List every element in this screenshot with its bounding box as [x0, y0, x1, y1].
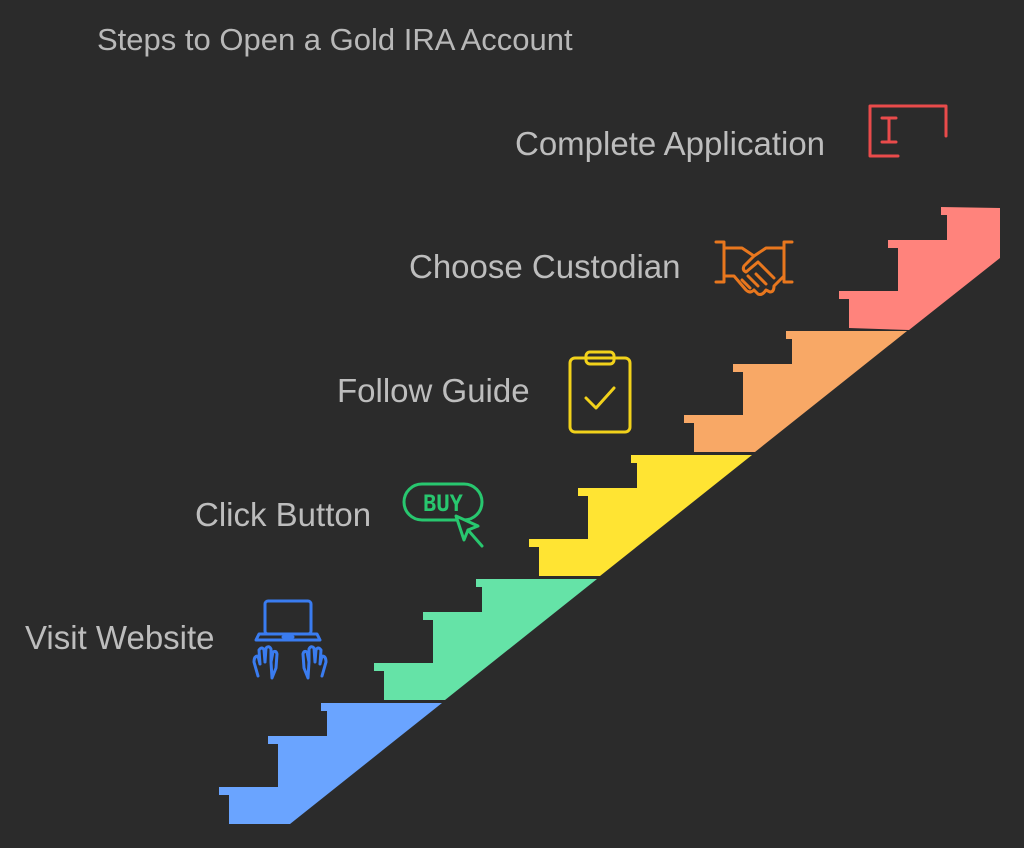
application-form-icon — [864, 102, 952, 164]
step-label-visit-website: Visit Website — [25, 619, 215, 656]
stair-segment-complete-application — [839, 207, 1000, 330]
clipboard-check-icon — [564, 350, 636, 436]
step-label-click-button: Click Button — [195, 496, 372, 533]
stair-segment-click-button — [374, 579, 597, 700]
buy-button-cursor-icon: BUY — [400, 478, 492, 554]
step-label-complete-application: Complete Application — [515, 125, 826, 162]
laptop-typing-icon — [250, 596, 330, 686]
stair-segment-follow-guide — [529, 455, 752, 576]
step-label-follow-guide: Follow Guide — [337, 372, 530, 409]
diagram-title: Steps to Open a Gold IRA Account — [97, 22, 573, 57]
stair-segment-visit-website — [219, 703, 442, 824]
stair-segment-choose-custodian — [684, 331, 907, 452]
buy-text: BUY — [423, 492, 463, 517]
handshake-icon — [712, 236, 796, 300]
step-label-choose-custodian: Choose Custodian — [409, 248, 681, 285]
